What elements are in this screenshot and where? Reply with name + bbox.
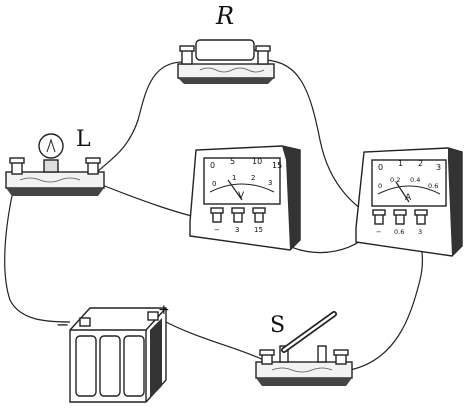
lamp-wood-grain — [19, 177, 81, 183]
resistor-base-shadow — [178, 78, 274, 84]
resistor-wood-grain — [199, 67, 265, 73]
ammeter-terminal-label-2: 0.6 — [394, 228, 404, 236]
lamp-bulb — [38, 133, 64, 159]
switch-label: S — [270, 313, 285, 338]
switch-hinge-post — [279, 345, 289, 363]
resistor-body — [195, 39, 255, 61]
voltmeter-terminal-1 — [210, 207, 224, 223]
ammeter-needle — [395, 181, 410, 203]
ammeter-lower-tick-1: 0.2 — [390, 176, 400, 184]
ammeter-terminal-label-1: − — [376, 228, 381, 236]
voltmeter-terminal-3 — [252, 207, 266, 223]
switch-contact-post — [317, 345, 327, 363]
ammeter: 0 1 2 3 0 0.2 0.4 0.6 A − 0.6 3 — [355, 147, 463, 257]
voltmeter-unit: V — [238, 191, 245, 201]
voltmeter-dial-face — [203, 157, 281, 205]
lamp: L — [5, 127, 105, 196]
voltmeter-upper-tick-3: 15 — [272, 161, 282, 170]
ammeter-upper-tick-1: 1 — [398, 159, 403, 168]
ammeter-dial-face — [371, 159, 447, 207]
wire-lamp-to-battery-minus — [4, 169, 71, 323]
lamp-terminal-left — [9, 157, 25, 175]
voltmeter-side-shadow — [282, 146, 300, 250]
battery-terminal-minus — [79, 317, 91, 327]
lamp-socket — [43, 159, 59, 173]
resistor: R — [177, 2, 275, 84]
voltmeter-upper-tick-1: 5 — [230, 157, 235, 166]
resistor-label: R — [215, 2, 234, 30]
lamp-filament — [46, 138, 56, 153]
resistor-terminal-left — [179, 45, 195, 65]
battery-plus-label: + — [158, 302, 170, 318]
resistor-base — [177, 63, 275, 79]
switch-terminal-left — [259, 349, 275, 365]
voltmeter: 0 5 10 15 0 1 2 3 V − 3 15 — [189, 145, 301, 251]
switch: S — [255, 311, 353, 386]
lamp-terminal-right — [85, 157, 101, 175]
ammeter-unit: A — [405, 193, 412, 203]
ammeter-terminal-2 — [393, 209, 407, 225]
switch-terminal-right — [333, 349, 349, 365]
ammeter-side-shadow — [448, 148, 462, 256]
voltmeter-lower-tick-1: 1 — [232, 174, 236, 182]
voltmeter-needle — [227, 179, 243, 201]
switch-blade-highlight — [282, 312, 336, 352]
battery-cell-2 — [99, 335, 121, 397]
switch-base-shadow — [256, 378, 352, 386]
voltmeter-terminal-2 — [231, 207, 245, 223]
voltmeter-lower-tick-3: 3 — [268, 179, 272, 187]
resistor-terminal-right — [255, 45, 271, 65]
wire-battery-plus-to-switch — [161, 319, 269, 363]
battery-side-shadow — [150, 318, 162, 398]
ammeter-lower-tick-2: 0.4 — [410, 176, 420, 184]
lamp-base-shadow — [6, 188, 104, 196]
ammeter-upper-tick-0: 0 — [378, 163, 383, 172]
voltmeter-lower-tick-2: 2 — [251, 174, 255, 182]
battery-minus-label: − — [56, 315, 69, 334]
battery-terminal-plus — [147, 311, 159, 321]
wire-resistor-to-lamp — [96, 61, 187, 173]
ammeter-upper-tick-3: 3 — [436, 163, 441, 172]
battery-pack: − + — [56, 302, 170, 403]
ammeter-terminal-1 — [372, 209, 386, 225]
voltmeter-scale-arc — [209, 183, 275, 193]
voltmeter-lower-tick-0: 0 — [212, 180, 216, 188]
ammeter-terminal-label-3: 3 — [418, 228, 422, 236]
ammeter-upper-tick-2: 2 — [418, 159, 423, 168]
voltmeter-upper-tick-2: 10 — [252, 157, 262, 166]
ammeter-lower-tick-0: 0 — [378, 182, 382, 190]
lamp-label: L — [76, 127, 91, 152]
battery-cell-1 — [75, 335, 97, 397]
ammeter-terminal-3 — [414, 209, 428, 225]
voltmeter-terminal-label-2: 3 — [235, 226, 239, 234]
battery-cell-3 — [123, 335, 145, 397]
switch-wood-grain — [271, 367, 333, 373]
voltmeter-terminal-label-1: − — [214, 226, 220, 234]
voltmeter-upper-tick-0: 0 — [210, 161, 215, 170]
ammeter-lower-tick-3: 0.6 — [428, 182, 438, 190]
ammeter-scale-arc — [377, 185, 441, 195]
voltmeter-terminal-label-3: 15 — [254, 226, 263, 234]
